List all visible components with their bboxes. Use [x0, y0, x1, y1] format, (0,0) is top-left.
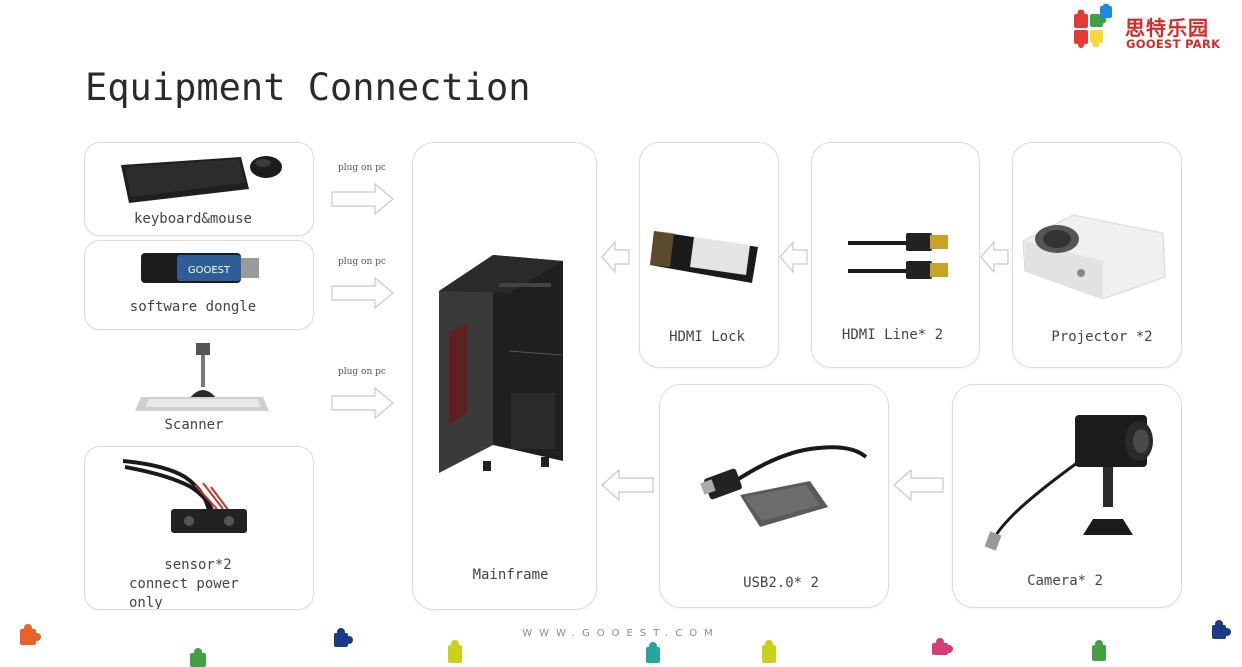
usb-extender-image — [660, 385, 888, 607]
mainframe-label: Mainframe — [425, 567, 596, 583]
arrow-left-icon — [601, 240, 631, 274]
card-scanner: Scanner — [84, 334, 314, 444]
card-mainframe: Mainframe — [412, 142, 597, 610]
puzzle-piece-icon — [932, 638, 953, 655]
card-hdmi-lock: HDMI Lock — [639, 142, 779, 368]
pc-tower-image — [413, 143, 596, 609]
card-projector: Projector *2 — [1012, 142, 1182, 368]
card-usb: USB2.0* 2 — [659, 384, 889, 608]
card-hdmi-line: HDMI Line* 2 — [811, 142, 980, 368]
puzzle-piece-icon — [762, 640, 776, 663]
arrow-right-icon — [331, 386, 395, 420]
arrow-right-icon — [331, 182, 395, 216]
puzzle-piece-icon — [1212, 620, 1231, 639]
logo-english-text: GOOEST PARK — [1126, 37, 1220, 51]
puzzle-piece-icon — [1092, 640, 1106, 661]
usb-label: USB2.0* 2 — [674, 575, 888, 591]
arrow-left-icon — [893, 468, 945, 502]
hdmi-line-label: HDMI Line* 2 — [811, 327, 979, 343]
arrow-right-icon — [331, 276, 395, 310]
arrow-left-icon — [980, 240, 1010, 274]
puzzle-piece-icon — [646, 642, 660, 663]
puzzle-piece-icon — [334, 628, 353, 647]
plug-label-2: plug on pc — [338, 256, 398, 268]
sensor-label-line2: connect power — [129, 576, 313, 592]
brand-logo: 思特乐园 GOOEST PARK — [1070, 4, 1230, 54]
hdmi-lock-label: HDMI Lock — [639, 329, 778, 345]
puzzle-piece-icon — [20, 624, 41, 645]
card-software-dongle: GOOEST software dongle — [84, 240, 314, 330]
page-title: Equipment Connection — [85, 66, 531, 109]
plug-label-1: plug on pc — [338, 162, 398, 174]
puzzle-piece-icon — [190, 648, 206, 667]
sensor-label-line1: sensor*2 — [84, 557, 313, 573]
card-camera: Camera* 2 — [952, 384, 1182, 608]
dongle-image: GOOEST — [85, 241, 313, 329]
projector-label: Projector *2 — [1023, 329, 1181, 345]
software-dongle-label: software dongle — [84, 299, 313, 315]
keyboard-mouse-label: keyboard&mouse — [84, 211, 313, 227]
camera-label: Camera* 2 — [952, 573, 1181, 589]
card-sensor: sensor*2 connect power only — [84, 446, 314, 610]
arrow-left-icon — [779, 240, 809, 274]
plug-label-3: plug on pc — [338, 366, 398, 378]
puzzle-logo-icon — [1070, 4, 1122, 54]
decorative-puzzle-pieces — [0, 617, 1242, 667]
puzzle-piece-icon — [448, 640, 462, 663]
scanner-label: Scanner — [84, 417, 313, 433]
dongle-brand-text: GOOEST — [188, 265, 231, 276]
card-keyboard-mouse: keyboard&mouse — [84, 142, 314, 236]
sensor-label-line3: only — [129, 595, 313, 610]
arrow-left-icon — [601, 468, 655, 502]
